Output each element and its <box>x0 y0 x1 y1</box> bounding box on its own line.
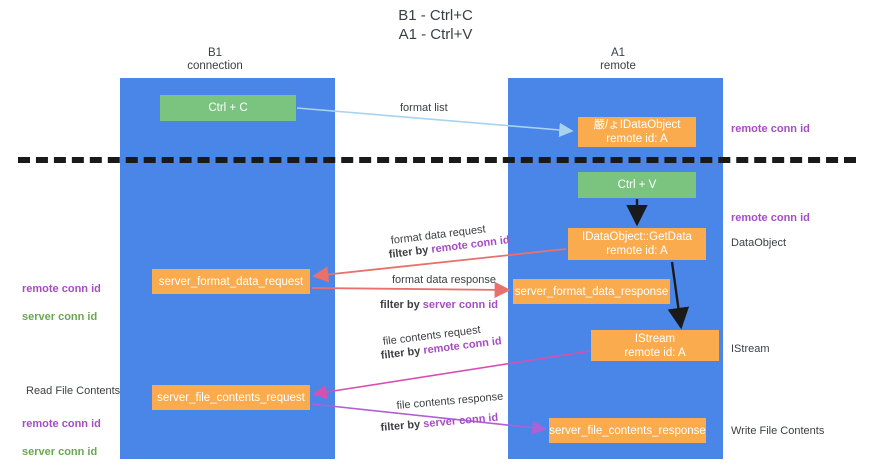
annotation-read-file-contents: Read File Contents <box>26 385 121 397</box>
left-server-conn-id-2: server conn id <box>22 446 98 458</box>
node-ctrl-v[interactable]: Ctrl + V <box>578 172 696 198</box>
column-header-a1: A1 remote <box>600 47 636 72</box>
left-remote-conn-id-2: remote conn id <box>22 418 101 430</box>
label-format-list: format list <box>400 102 448 114</box>
node-server-file-contents-response[interactable]: server_file_contents_response <box>549 418 706 443</box>
node-server-format-data-request[interactable]: server_format_data_request <box>152 269 310 294</box>
filter-by-text: filter by <box>380 344 425 362</box>
annotation-remote-conn-id-top: remote conn id <box>731 123 810 135</box>
annotation-write-file-contents: Write File Contents <box>731 425 825 437</box>
node-server-format-data-response[interactable]: server_format_data_response <box>513 279 670 304</box>
section-divider <box>18 157 856 163</box>
filter-by-text: filter by <box>388 243 433 261</box>
left-remote-conn-id: remote conn id <box>22 283 101 295</box>
annotation-istream: IStream <box>731 343 770 355</box>
filter-by-text: filter by <box>380 418 424 434</box>
node-istream[interactable]: IStream remote id: A <box>591 330 719 361</box>
label-filter-by-server-conn-id-1: filter by server conn id <box>380 298 498 313</box>
column-header-b1: B1 connection <box>187 47 243 72</box>
node-ctrl-c[interactable]: Ctrl + C <box>160 95 296 121</box>
annotation-dataobject: DataObject <box>731 237 787 249</box>
annotation-remote-conn-id-mid: remote conn id <box>731 212 810 224</box>
annotation-left-conn-ids-2: remote conn id server conn id <box>22 403 101 473</box>
node-idataobject-getdata[interactable]: IDataObject::GetData remote id: A <box>568 228 706 260</box>
diagram-title: B1 - Ctrl+C A1 - Ctrl+V <box>398 7 473 43</box>
node-server-file-contents-request[interactable]: server_file_contents_request <box>152 385 310 410</box>
annotation-left-conn-ids-1: remote conn id server conn id <box>22 268 101 338</box>
server-conn-id-text: server conn id <box>422 299 498 311</box>
filter-by-text: filter by <box>380 299 423 311</box>
left-server-conn-id: server conn id <box>22 311 98 323</box>
label-format-data-response: format data response <box>392 274 496 286</box>
node-idataobject[interactable]: 嚴/ょIDataObject remote id: A <box>578 117 696 147</box>
